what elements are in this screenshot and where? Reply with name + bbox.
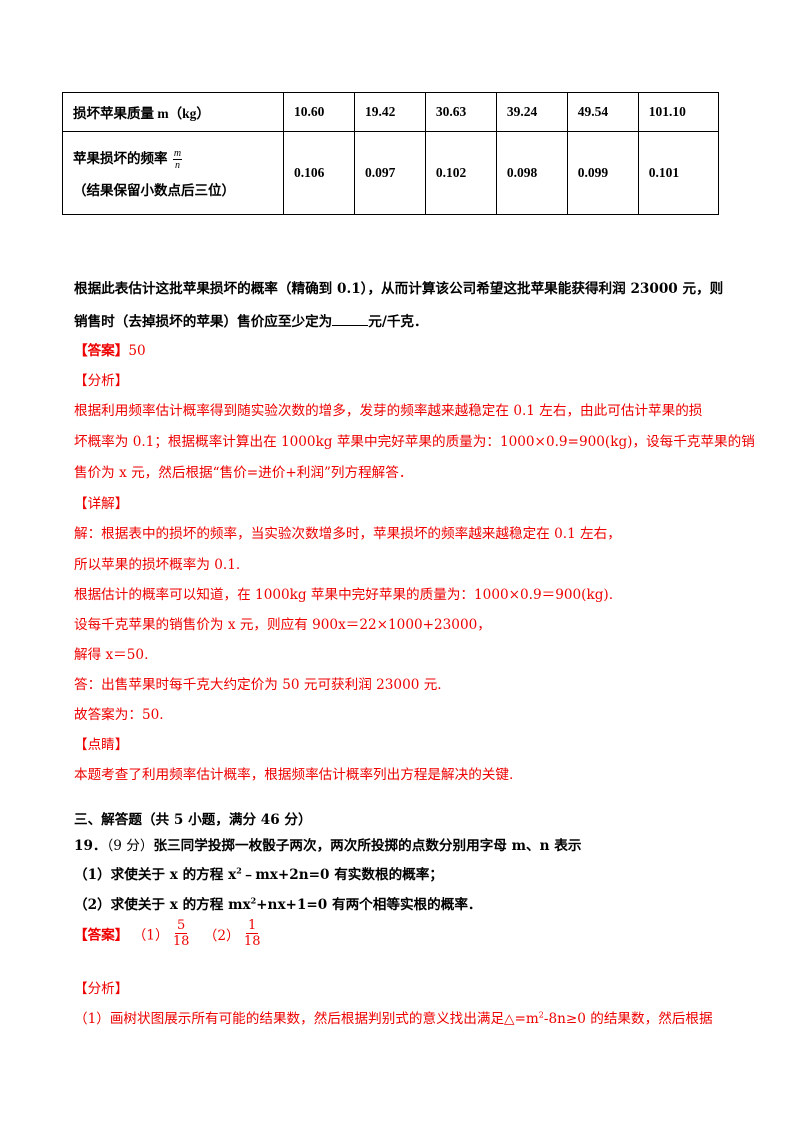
answer-fraction: 1 18 [244, 918, 261, 949]
answer-tag: 【答案】 [74, 343, 129, 359]
detail-line: 解得 x＝50. [74, 647, 149, 663]
detail-line: 所以苹果的损坏概率为 0.1. [74, 557, 241, 573]
question-text: +nx+1=0 有两个相等实根的概率． [256, 897, 482, 913]
analysis-text: （1）画树状图展示所有可能的结果数，然后根据判别式的意义找出满足△=m [74, 1011, 539, 1027]
table-row: 损坏苹果质量 m（kg） 10.60 19.42 30.63 39.24 49.… [62, 92, 720, 132]
analysis-text: -8n≥0 的结果数，然后根据 [543, 1011, 713, 1027]
detail-line: 故答案为：50. [74, 707, 164, 723]
question-19-part-2: （2）求使关于 x 的方程 mx2+nx+1=0 有两个相等实根的概率． [74, 893, 482, 913]
analysis-line: 根据利用频率估计概率得到随实验次数的增多，发芽的频率越来越稳定在 0.1 左右，… [74, 403, 703, 419]
row-header-note: （结果保留小数点后三位） [73, 183, 235, 199]
answer-blank [332, 311, 369, 326]
question-text: ﹣mx+2n=0 有实数根的概率； [241, 867, 443, 883]
exponent: 2 [538, 1010, 544, 1020]
table-row: 苹果损坏的频率 m n （结果保留小数点后三位） 0.106 0.097 0.1… [62, 131, 720, 215]
fraction-denominator: n [174, 160, 180, 172]
fraction-numerator: m [172, 148, 183, 161]
detail-line: 设每千克苹果的销售价为 x 元，则应有 900x＝22×1000+23000， [74, 617, 491, 633]
table-cell: 19.42 [353, 92, 426, 132]
detail-tag: 【详解】 [74, 496, 129, 512]
table-cell: 39.24 [495, 92, 568, 132]
question-line: 根据此表估计这批苹果损坏的概率（精确到 0.1），从而计算该公司希望这批苹果能获… [74, 281, 724, 297]
table-cell: 0.106 [283, 131, 355, 215]
comment-line: 本题考查了利用频率估计概率，根据频率估计概率列出方程是解决的关键. [74, 767, 514, 783]
row-header-prefix: 苹果损坏的频率 [73, 150, 168, 166]
question-19-part-1: （1）求使关于 x 的方程 x2﹣mx+2n=0 有实数根的概率； [74, 863, 443, 883]
fraction-denominator: 18 [243, 934, 261, 949]
table-cell: 0.102 [424, 131, 497, 215]
fraction-numerator: 1 [246, 918, 259, 934]
question-score: （9 分） [106, 838, 154, 854]
section-heading: 三、解答题（共 5 小题，满分 46 分） [74, 812, 312, 828]
analysis-line: 售价为 x 元，然后根据“售价=进价+利润”列方程解答． [74, 465, 413, 481]
exponent: 2 [236, 865, 242, 876]
comment-tag: 【点睛】 [74, 737, 129, 753]
question-text: 张三同学投掷一枚骰子两次，两次所投掷的点数分别用字母 m、n 表示 [153, 838, 582, 854]
question-line: 销售时（去掉损坏的苹果）售价应至少定为 元/千克． [74, 310, 428, 330]
table-cell: 0.098 [495, 131, 568, 215]
answer-line: 【答案】50 [74, 339, 146, 359]
analysis-tag: 【分析】 [74, 981, 129, 997]
fraction-denominator: 18 [172, 934, 190, 949]
answer-part-label: （2） [203, 927, 240, 944]
table-cell: 0.099 [566, 131, 639, 215]
exponent: 2 [250, 895, 257, 906]
question-text: 元/千克． [368, 314, 428, 330]
detail-line: 根据估计的概率可以知道，在 1000kg 苹果中完好苹果的质量为：1000×0.… [74, 587, 614, 603]
analysis-tag: 【分析】 [74, 373, 129, 389]
detail-line: 解：根据表中的损坏的频率，当实验次数增多时，苹果损坏的频率越来越稳定在 0.1 … [74, 526, 621, 542]
analysis-line: （1）画树状图展示所有可能的结果数，然后根据判别式的意义找出满足△=m2-8n≥… [74, 1007, 713, 1027]
table-cell: 0.097 [353, 131, 426, 215]
question-19-stem: 19．（9 分）张三同学投掷一枚骰子两次，两次所投掷的点数分别用字母 m、n 表… [74, 834, 581, 854]
analysis-line: 坏概率为 0.1；根据概率计算出在 1000kg 苹果中完好苹果的质量为：100… [74, 434, 755, 450]
answer-line: 【答案】 （1） 5 18 （2） 1 18 [74, 918, 260, 949]
question-text: （2）求使关于 x 的方程 mx [74, 897, 251, 913]
answer-part-label: （1） [132, 927, 169, 944]
table-cell: 101.10 [637, 92, 720, 132]
question-text: （1）求使关于 x 的方程 x [74, 867, 237, 883]
frequency-table: 损坏苹果质量 m（kg） 10.60 19.42 30.63 39.24 49.… [62, 92, 720, 215]
table-cell: 30.63 [424, 92, 497, 132]
row-header-line: 苹果损坏的频率 m n [73, 147, 273, 171]
table-cell: 10.60 [283, 92, 355, 132]
table-row-header: 苹果损坏的频率 m n （结果保留小数点后三位） [62, 131, 284, 215]
answer-tag: 【答案】 [74, 927, 129, 944]
question-text: 销售时（去掉损坏的苹果）售价应至少定为 [74, 314, 333, 330]
table-cell: 49.54 [566, 92, 639, 132]
question-number: 19． [74, 838, 107, 854]
fraction-numerator: 5 [175, 918, 188, 934]
detail-line: 答：出售苹果时每千克大约定价为 50 元可获利润 23000 元. [74, 677, 442, 693]
table-row-header: 损坏苹果质量 m（kg） [62, 92, 284, 132]
m-over-n-fraction: m n [172, 148, 183, 172]
table-cell: 0.101 [637, 131, 720, 215]
answer-fraction: 5 18 [173, 918, 190, 949]
answer-value: 50 [128, 343, 146, 359]
